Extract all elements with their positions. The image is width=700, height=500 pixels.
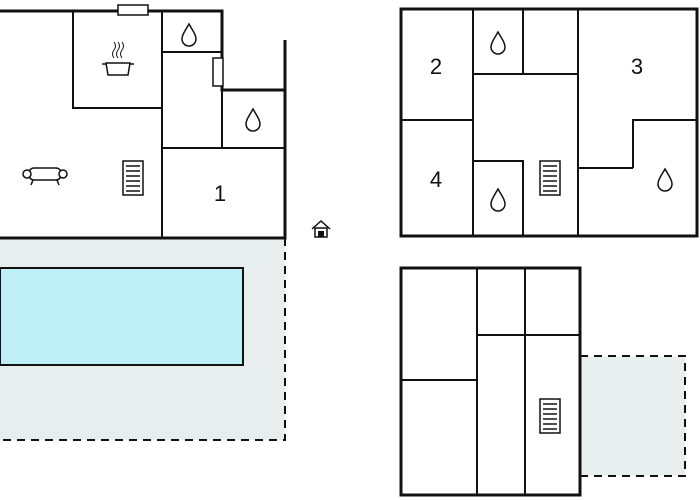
stairs-icon xyxy=(122,160,144,196)
room-label: 2 xyxy=(430,54,442,79)
kitchen-pot-icon xyxy=(102,41,134,76)
outer-wall xyxy=(399,7,699,238)
entrance-house-icon xyxy=(311,219,331,238)
swimming-pool xyxy=(0,267,244,366)
interior-walls xyxy=(401,268,580,495)
outer-wall xyxy=(399,266,582,497)
window xyxy=(117,4,149,16)
interior-walls xyxy=(401,9,697,236)
terrace-outline xyxy=(0,238,286,441)
outer-wall xyxy=(0,9,287,240)
ground-floor: 1 xyxy=(0,4,331,441)
interior-walls xyxy=(72,11,285,238)
stairs-icon xyxy=(539,160,561,196)
room-label: 4 xyxy=(430,167,442,192)
water-drop-icon xyxy=(245,108,261,132)
water-drop-icon xyxy=(181,23,197,47)
terrace xyxy=(580,356,685,476)
water-drop-icon xyxy=(657,168,673,192)
water-drop-icon xyxy=(490,31,506,55)
sofa-icon xyxy=(22,167,68,186)
room-label: 1 xyxy=(214,181,226,206)
window xyxy=(212,57,224,87)
upper-floor: 2 3 4 xyxy=(399,7,699,238)
room-label: 3 xyxy=(631,54,643,79)
stairs-icon xyxy=(539,398,561,434)
water-drop-icon xyxy=(490,188,506,212)
lower-floor xyxy=(399,266,686,497)
